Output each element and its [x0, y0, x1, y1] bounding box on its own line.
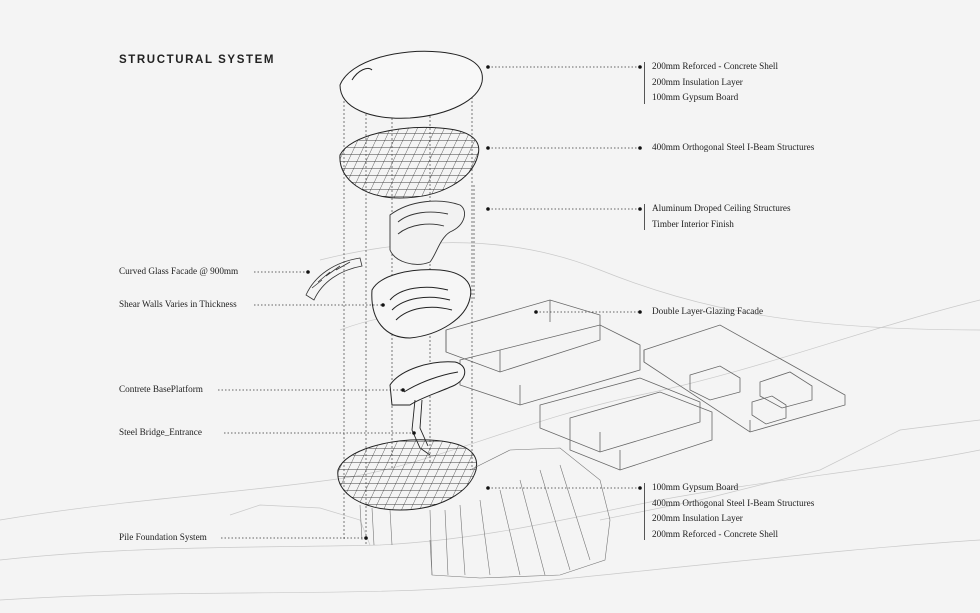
roof-shell-layer: [339, 50, 483, 119]
base-platform-layer: [389, 361, 466, 406]
context-buildings: [445, 299, 846, 471]
right-leaders: [488, 66, 640, 489]
roof-beams-layer: [339, 127, 480, 199]
label-roof-shell-3: 100mm Gypsum Board: [652, 92, 739, 102]
bracket-ceiling: [644, 204, 645, 230]
label-base-shell-2: 400mm Orthogonal Steel I-Beam Structures: [652, 498, 815, 508]
ceiling-layer: [389, 200, 466, 265]
label-base-platform: Contrete BasePlatform: [119, 384, 203, 394]
bracket-base-shell: [644, 483, 645, 540]
label-roof-beams: 400mm Orthogonal Steel I-Beam Structures: [652, 142, 815, 152]
left-leaders: [218, 271, 414, 539]
label-roof-shell-1: 200mm Reforced - Concrete Shell: [652, 61, 779, 71]
left-leader-dots: [306, 270, 416, 540]
right-leader-dots: [486, 65, 642, 490]
label-base-shell-1: 100mm Gypsum Board: [652, 482, 739, 492]
bracket-roof-shell: [644, 62, 645, 104]
label-ceiling-1: Aluminum Droped Ceiling Structures: [652, 203, 791, 213]
label-curved-glass-facade: Curved Glass Facade @ 900mm: [119, 266, 239, 276]
label-ceiling-2: Timber Interior Finish: [652, 219, 734, 229]
label-shear-walls: Shear Walls Varies in Thickness: [119, 299, 237, 309]
label-glazing: Double Layer-Glazing Facade: [652, 306, 764, 316]
label-roof-shell-2: 200mm Insulation Layer: [652, 77, 743, 87]
diagram-title: STRUCTURAL SYSTEM: [119, 54, 276, 66]
label-steel-bridge: Steel Bridge_Entrance: [119, 427, 202, 437]
label-base-shell-4: 200mm Reforced - Concrete Shell: [652, 529, 779, 539]
curved-glass-facade: [305, 257, 363, 301]
label-pile-foundation: Pile Foundation System: [119, 532, 207, 542]
pile-foundation-layer: [359, 447, 611, 579]
base-shell-layer: [337, 439, 478, 511]
label-base-shell-3: 200mm Insulation Layer: [652, 513, 743, 523]
site-terrain: [0, 242, 980, 601]
auditorium-layer: [371, 269, 472, 339]
